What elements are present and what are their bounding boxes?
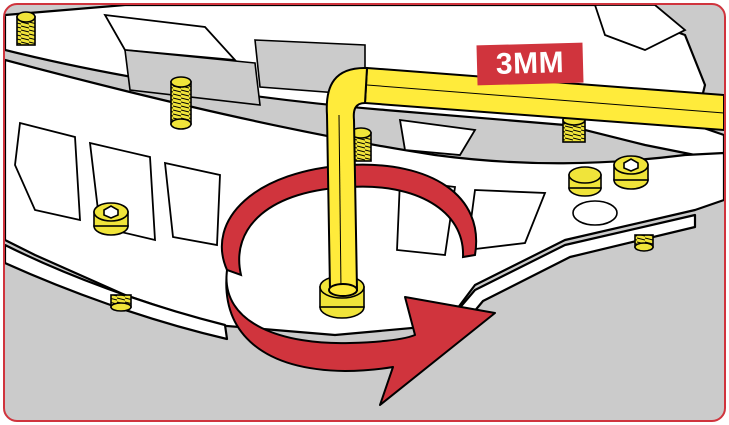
illustration-frame: 3MM	[3, 3, 726, 422]
rotate-arrow-icon	[225, 269, 496, 406]
bolt	[110, 294, 132, 312]
rotate-arrow-back	[220, 163, 478, 277]
socket-screw	[613, 155, 649, 190]
socket-screw	[93, 202, 129, 236]
bolt	[16, 11, 36, 46]
pedal-assembly-diagram	[5, 5, 724, 406]
socket-screw	[568, 166, 602, 197]
bolt	[350, 127, 372, 162]
tool-size-label: 3MM	[476, 42, 584, 86]
hex-key-icon	[325, 66, 724, 297]
pin-bolts	[16, 11, 654, 319]
bolt	[634, 234, 654, 252]
bolt	[170, 76, 192, 130]
